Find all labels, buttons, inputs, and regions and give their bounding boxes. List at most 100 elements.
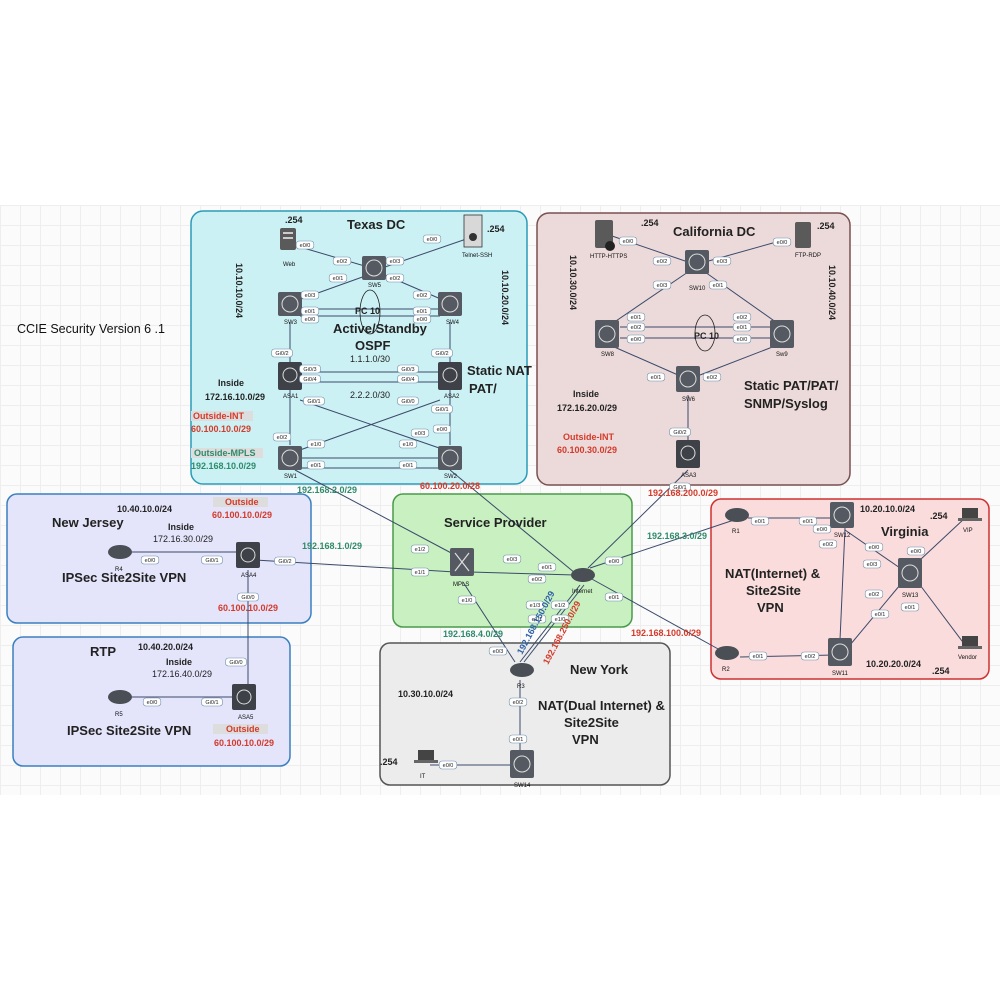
dev-r2[interactable]: [715, 646, 739, 660]
tx-active: Active/Standby: [333, 321, 428, 336]
dev-ftp-rdp[interactable]: [795, 222, 811, 248]
interface-label: e0/0: [911, 549, 922, 555]
rtp-inside: Inside: [166, 657, 192, 667]
sp-link-r1: 192.168.3.0/29: [647, 531, 707, 541]
dev-sw10[interactable]: [685, 250, 709, 274]
interface-tag: e1/0: [550, 614, 570, 624]
label-sw12: SW12: [834, 533, 851, 539]
dev-sw1[interactable]: [278, 446, 302, 470]
interface-label: Gi0/2: [435, 351, 448, 357]
dev-internet[interactable]: [571, 568, 595, 582]
interface-tag: Gi0/0: [397, 396, 419, 406]
dev-sw14[interactable]: [510, 750, 534, 778]
interface-tag: e0/0: [906, 546, 926, 556]
dev-sw5[interactable]: [362, 256, 386, 280]
interface-label: e0/0: [145, 558, 156, 564]
texas-title: Texas DC: [347, 217, 406, 232]
dev-r1[interactable]: [725, 508, 749, 522]
interface-label: e1/0: [555, 617, 566, 623]
label-internet: Internet: [572, 589, 593, 595]
interface-tag: e0/1: [328, 273, 348, 283]
ny-254: .254: [380, 757, 398, 767]
dev-r3[interactable]: [510, 663, 534, 677]
interface-tag: e0/1: [604, 592, 624, 602]
dev-http-https[interactable]: [595, 220, 615, 251]
interface-tag: e1/0: [306, 439, 326, 449]
dev-vip[interactable]: [958, 508, 982, 521]
interface-tag: e0/2: [864, 589, 884, 599]
interface-label: Gi0/1: [307, 399, 320, 405]
interface-tag: e0/1: [412, 306, 432, 316]
dev-it[interactable]: [414, 750, 438, 763]
interface-label: e0/1: [803, 519, 814, 525]
dev-telnet-ssh[interactable]: [463, 214, 483, 248]
dev-sw11[interactable]: [828, 638, 852, 666]
interface-tag: Gi0/1: [431, 404, 453, 414]
label-r4: R4: [115, 567, 123, 573]
interface-tag: e0/1: [646, 372, 666, 382]
region-texas-dc: [190, 210, 528, 485]
dev-asa4[interactable]: [236, 542, 260, 568]
ca-inside-net: 172.16.20.0/29: [557, 403, 617, 413]
interface-tag: e0/3: [652, 280, 672, 290]
dev-sw6[interactable]: [676, 366, 700, 392]
label-asa2: ASA2: [444, 394, 460, 400]
interface-tag: e0/0: [812, 524, 832, 534]
dev-sw12[interactable]: [830, 502, 854, 528]
dev-mpls[interactable]: [450, 548, 474, 576]
dev-sw2[interactable]: [438, 446, 462, 470]
sp-title: Service Provider: [444, 515, 547, 530]
interface-tag: Gi0/2: [669, 427, 691, 437]
label-vip: VIP: [963, 528, 973, 534]
dev-vendor[interactable]: [958, 636, 982, 649]
ca-out-int-net: 60.100.30.0/29: [557, 445, 617, 455]
dev-asa2[interactable]: [438, 362, 462, 390]
ca-snmp: SNMP/Syslog: [744, 396, 828, 411]
label-sw8: SW8: [601, 352, 615, 358]
interface-tag: e0/0: [412, 314, 432, 324]
interface-tag: e0/2: [527, 574, 547, 584]
dev-sw4[interactable]: [438, 292, 462, 316]
dev-asa3[interactable]: [676, 440, 700, 468]
interface-label: e0/0: [300, 243, 311, 249]
dev-asa1[interactable]: [278, 362, 302, 390]
ny-nat: NAT(Dual Internet) &: [538, 698, 665, 713]
dev-sw8[interactable]: [595, 320, 619, 348]
dev-asa5[interactable]: [232, 684, 256, 710]
dev-r5[interactable]: [108, 690, 132, 704]
interface-tag: Gi0/0: [237, 592, 259, 602]
interface-tag: e0/2: [508, 697, 528, 707]
interface-label: e0/3: [507, 557, 518, 563]
label-http: HTTP-HTTPS: [590, 254, 627, 260]
interface-tag: e0/3: [385, 256, 405, 266]
interface-label: e0/1: [905, 605, 916, 611]
dev-sw3[interactable]: [278, 292, 302, 316]
interface-label: e0/2: [707, 375, 718, 381]
interface-tag: e0/1: [398, 460, 418, 470]
interface-label: e1/0: [403, 442, 414, 448]
dev-r4[interactable]: [108, 545, 132, 559]
interface-label: e0/1: [333, 276, 344, 282]
ny-title: New York: [570, 662, 629, 677]
interface-tag: Gi0/2: [271, 348, 293, 358]
label-it: IT: [420, 774, 426, 780]
interface-tag: e0/2: [800, 651, 820, 661]
label-asa3: ASA3: [681, 473, 697, 479]
label-vendor: Vendor: [958, 655, 977, 661]
va-net1: 10.20.10.0/24: [860, 504, 915, 514]
dev-sw9[interactable]: [770, 320, 794, 348]
interface-label: e0/0: [737, 337, 748, 343]
label-sw5: SW5: [368, 283, 382, 289]
interface-label: e0/3: [867, 562, 878, 568]
interface-tag: e0/0: [432, 424, 452, 434]
interface-tag: e0/1: [508, 734, 528, 744]
tx-pat: PAT/: [469, 381, 497, 396]
region-virginia: [710, 498, 990, 680]
nj-vpn: IPSec Site2Site VPN: [62, 570, 186, 585]
label-web: Web: [283, 262, 296, 268]
interface-label: e0/0: [631, 337, 642, 343]
interface-tag: e1/2: [550, 600, 570, 610]
dev-web[interactable]: [280, 228, 296, 250]
dev-sw13[interactable]: [898, 558, 922, 588]
tx-inside-net: 172.16.10.0/29: [205, 392, 265, 402]
